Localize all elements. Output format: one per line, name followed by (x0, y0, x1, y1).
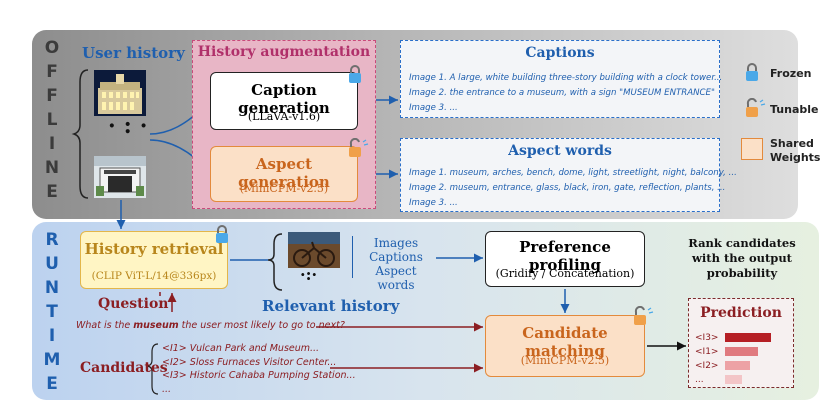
retrieval-frozen-lock-icon (216, 225, 228, 243)
offline-letter: F (46, 86, 58, 106)
prediction-bar (725, 347, 758, 356)
aspect-line: Image 1. museum, arches, bench, dome, li… (409, 168, 737, 178)
candidate-matching-title: Candidate matching (522, 324, 608, 360)
runtime-letter: I (48, 326, 56, 346)
relevant-item: Captions (369, 250, 423, 264)
offline-letter: F (46, 62, 58, 82)
frozen-lock-icon (349, 65, 361, 83)
relevant-history-title: Relevant history (262, 297, 400, 315)
prediction-title: Prediction (700, 305, 782, 321)
legend-tunable-label: Tunable (770, 103, 819, 116)
relevant-item: Images (373, 236, 419, 250)
relevant-items-list: Images Captions Aspect words (356, 236, 436, 292)
aspect-generation-box: Aspect generation (MiniCPM-v2.5) (210, 146, 358, 202)
prediction-label: <I2> (695, 361, 719, 371)
offline-letter: E (46, 182, 58, 202)
history-retrieval-title: History retrieval (84, 240, 224, 258)
runtime-letter: T (46, 302, 58, 322)
candidate-item: <I3> Historic Cahaba Pumping Station... (162, 370, 356, 381)
caption-generation-model: (LLaVA-v1.6) (247, 110, 321, 123)
preference-profiling-title: Preference profiling (519, 238, 611, 274)
candidates-list: <I1> Vulcan Park and Museum... <I2> Slos… (162, 342, 356, 396)
candidate-matching-model: (MiniCPM-v2.5) (520, 354, 610, 367)
prediction-bar (725, 375, 742, 384)
relevant-ellipsis: ·:· (300, 265, 318, 284)
aspect-line: Image 2. museum, entrance, glass, black,… (409, 183, 726, 193)
runtime-letter: R (45, 230, 59, 250)
prediction-bars (725, 333, 785, 389)
history-retrieval-model: (CLIP ViT-L/14@336px) (91, 270, 217, 282)
aspect-words-box: Aspect words Image 1. museum, arches, be… (400, 138, 737, 212)
offline-letter: I (48, 134, 56, 154)
prediction-label: ... (695, 375, 704, 385)
aspect-generation-model: (MiniCPM-v2.5) (239, 182, 329, 195)
legend-shared-swatch (741, 138, 763, 160)
candidate-matching-box: Candidate matching (MiniCPM-v2.5) (485, 315, 645, 377)
candidate-item: <I2> Sloss Furnaces Visitor Center... (162, 356, 337, 368)
runtime-letter: N (44, 278, 60, 298)
tunable-lock-icon (349, 138, 369, 157)
history-augmentation-title: History augmentation (197, 44, 371, 60)
legend-tunable-icon (746, 98, 766, 117)
rank-note: Rank candidates with the output probabil… (688, 236, 796, 280)
offline-letter: N (44, 158, 60, 178)
aspect-words-title: Aspect words (508, 143, 612, 159)
history-photo-2 (94, 156, 146, 198)
prediction-bar (725, 333, 771, 342)
captions-title: Captions (525, 45, 595, 61)
legend-frozen-icon (746, 63, 758, 81)
question-text-before: What is the (76, 320, 134, 331)
question-text-after: the user most likely to go to next? (178, 320, 345, 331)
offline-letter: O (44, 38, 60, 58)
caption-line: Image 1. A large, white building three-s… (409, 73, 723, 83)
relevant-items-bar (352, 236, 356, 278)
relevant-history-photo (288, 232, 340, 268)
caption-line: Image 3. ... (409, 103, 458, 113)
prediction-bar (725, 361, 750, 370)
captions-box: Captions Image 1. A large, white buildin… (400, 40, 723, 118)
matching-tunable-lock-icon (634, 306, 654, 325)
question-title: Question (98, 296, 169, 312)
user-history-title: User history (82, 44, 185, 62)
aspect-line: Image 3. ... (409, 198, 458, 208)
preference-profiling-box: Preference profiling (Gridify / Concaten… (485, 231, 645, 287)
legend-frozen-label: Frozen (770, 67, 812, 80)
runtime-letter: E (46, 374, 58, 394)
legend-shared-label: Shared Weights (770, 137, 821, 164)
candidates-title: Candidates (80, 360, 168, 376)
prediction-labels: <I3> <I1> <I2> ... (695, 331, 718, 387)
offline-letter: L (46, 110, 58, 130)
relevant-item: Aspect words (375, 264, 417, 292)
runtime-letter: M (43, 350, 61, 370)
prediction-label: <I1> (695, 347, 719, 357)
prediction-label: <I3> (695, 333, 719, 343)
runtime-letter: U (45, 254, 59, 274)
prediction-box: Prediction <I3> <I1> <I2> ... (688, 298, 794, 388)
history-photo-1 (94, 70, 146, 116)
question-text: What is the museum the user most likely … (76, 320, 345, 331)
caption-line: Image 2. the entrance to a museum, with … (409, 88, 715, 98)
aspect-generation-title: Aspect generation (238, 155, 330, 191)
caption-generation-title: Caption generation (238, 81, 330, 117)
candidate-item: ... (162, 383, 172, 395)
caption-generation-box: Caption generation (LLaVA-v1.6) (210, 72, 358, 130)
candidate-item: <I1> Vulcan Park and Museum... (162, 343, 320, 354)
preference-profiling-model: (Gridify / Concatenation) (495, 267, 635, 280)
history-retrieval-box: History retrieval (CLIP ViT-L/14@336px) (80, 231, 228, 289)
question-text-emph: museum (133, 320, 179, 331)
